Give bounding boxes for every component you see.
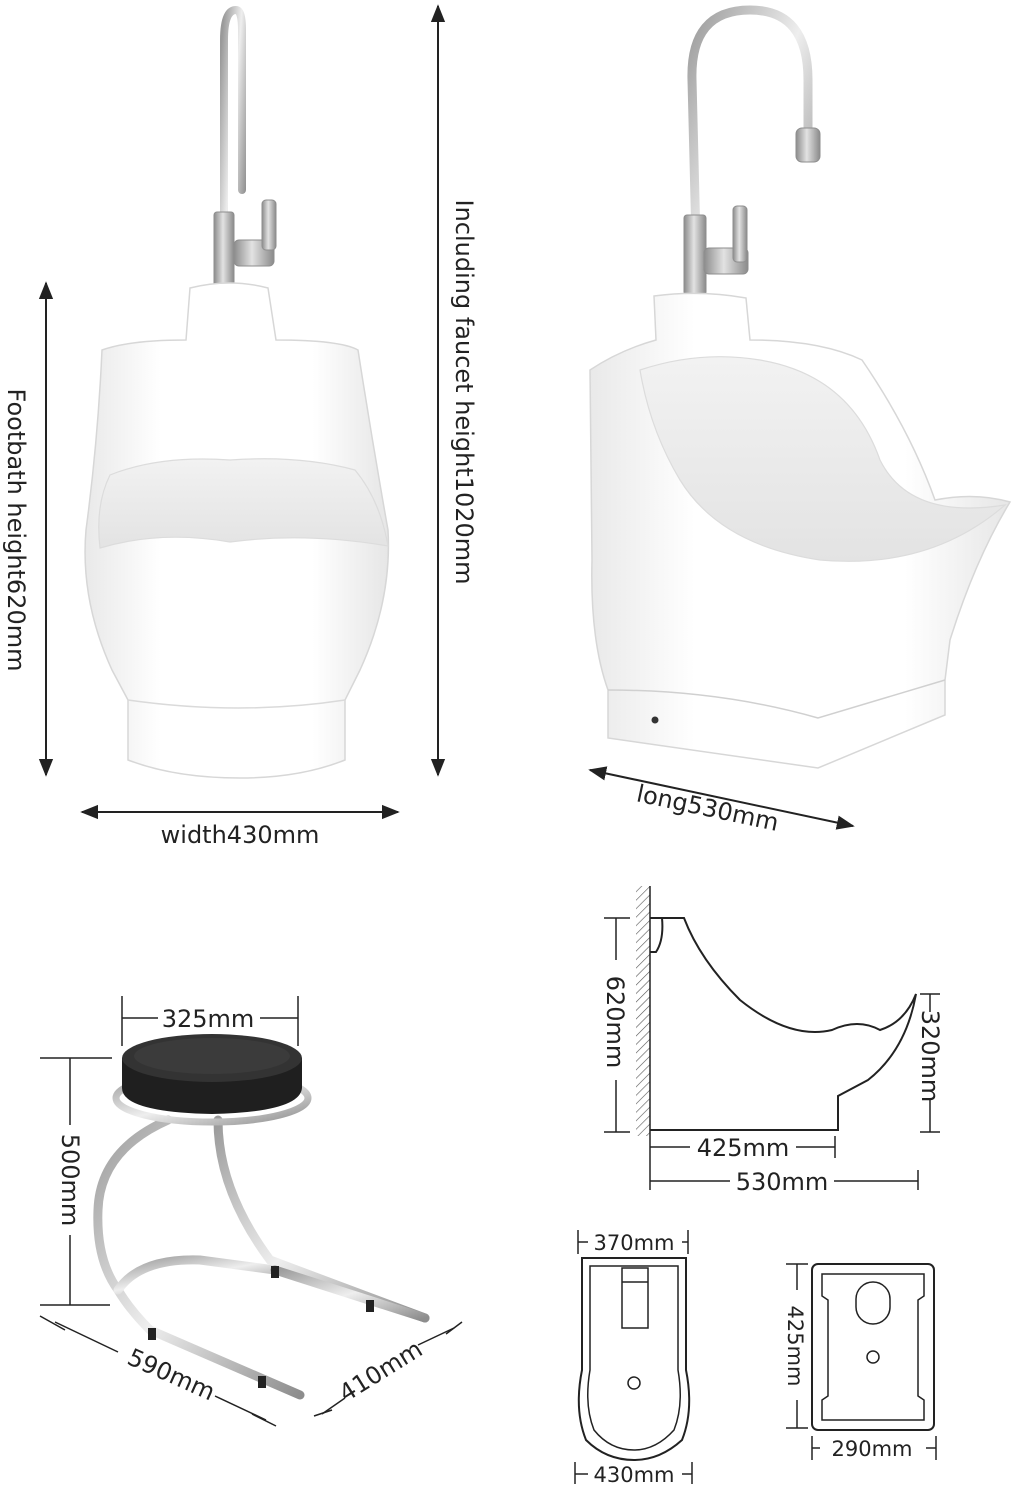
bottom-view-depth-label: 425mm bbox=[783, 1306, 807, 1387]
wall-hatch bbox=[636, 886, 650, 1136]
side-length-label: long530mm bbox=[634, 779, 781, 836]
footbath-profile-outline bbox=[650, 917, 917, 1131]
bottom-view-drawing: 425mm 290mm bbox=[783, 1263, 937, 1461]
stool-illustration: 325mm 500mm 590mm 410mm bbox=[39, 996, 463, 1427]
drain-hole-icon bbox=[651, 716, 659, 724]
front-width-label: width430mm bbox=[161, 821, 320, 849]
footbath-side-basin bbox=[639, 356, 1007, 562]
front-view-footbath: width430mm Footbath height620mm Includin… bbox=[2, 4, 478, 849]
faucet-side-icon bbox=[683, 5, 821, 296]
stool-width-label: 410mm bbox=[334, 1335, 427, 1408]
faucet-front-icon bbox=[213, 5, 277, 293]
profile-drawing: 620mm 320mm 425mm 530mm bbox=[601, 886, 944, 1196]
bottom-view-width-label: 290mm bbox=[832, 1437, 913, 1461]
top-view-bottom-width-label: 430mm bbox=[594, 1463, 675, 1487]
profile-rim-height-label: 320mm bbox=[916, 1010, 944, 1103]
total-height-label: Including faucet height1020mm bbox=[450, 199, 478, 584]
top-view-outline bbox=[577, 1257, 691, 1462]
stool-height-label: 500mm bbox=[56, 1134, 84, 1227]
profile-base-length-label: 425mm bbox=[697, 1134, 790, 1162]
stool-frame bbox=[93, 1115, 305, 1400]
stool-seat-diameter-label: 325mm bbox=[162, 1005, 255, 1033]
profile-height-label: 620mm bbox=[601, 976, 629, 1069]
footbath-front-basin bbox=[98, 458, 389, 549]
profile-total-length-label: 530mm bbox=[736, 1168, 829, 1196]
top-view-drawing: 370mm 430mm bbox=[574, 1230, 693, 1487]
top-view-top-width-label: 370mm bbox=[594, 1231, 675, 1255]
footbath-height-label: Footbath height620mm bbox=[2, 389, 30, 672]
side-view-footbath: long530mm bbox=[588, 5, 1012, 837]
bottom-view-outline bbox=[811, 1263, 935, 1431]
